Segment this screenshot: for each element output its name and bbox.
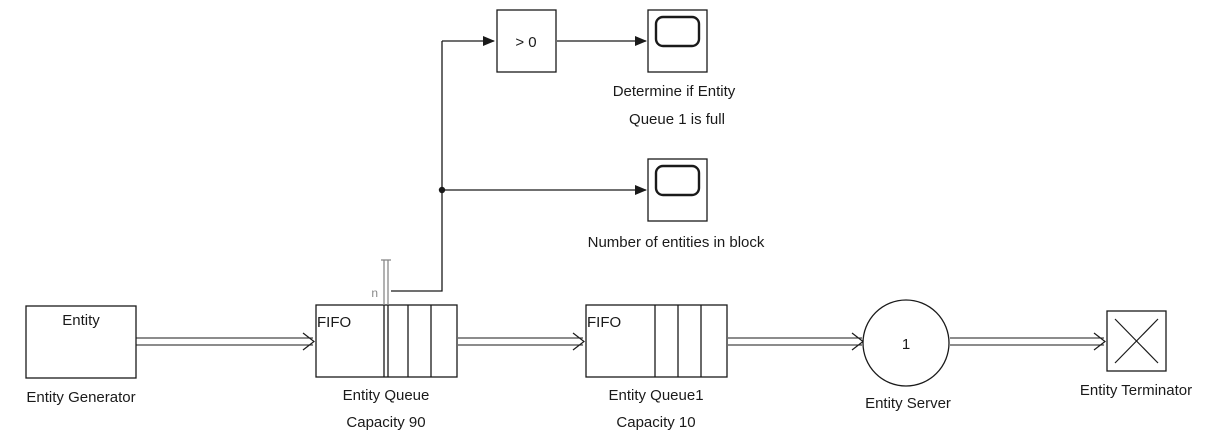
compare-to-zero-inner-text: > 0	[515, 34, 536, 51]
entity-queue1-inner-text: FIFO	[587, 314, 621, 331]
entity-queue-label-line2: Capacity 90	[346, 414, 425, 431]
entity-queue-block[interactable]: FIFO	[315, 304, 458, 378]
entity-queue1-label-line1: Entity Queue1	[608, 387, 703, 404]
entity-server-inner-text: 1	[902, 336, 910, 353]
entity-queue-n-port-label: n	[371, 286, 378, 300]
entity-line-queue1-to-server[interactable]	[728, 332, 864, 351]
signal-line-n-to-scopes[interactable]	[391, 36, 647, 292]
entity-line-queue-to-queue1[interactable]	[458, 332, 585, 351]
entity-generator-block[interactable]: Entity	[25, 305, 137, 379]
entity-line-generator-to-queue[interactable]	[136, 332, 315, 351]
entity-generator-inner-text: Entity	[62, 312, 100, 329]
scope-full-label-line2: Queue 1 is full	[629, 111, 725, 128]
entity-queue1-label-line2: Capacity 10	[616, 414, 695, 431]
x-cross-icon	[1114, 318, 1159, 364]
entity-queue-n-port[interactable]: n	[371, 259, 391, 305]
entity-queue-label-line1: Entity Queue	[343, 387, 430, 404]
scope-count-label: Number of entities in block	[588, 234, 765, 251]
entity-server-label: Entity Server	[865, 395, 951, 412]
entity-queue-inner-text: FIFO	[317, 314, 351, 331]
compare-to-zero-block[interactable]: > 0	[496, 9, 557, 73]
entity-server-block[interactable]: 1	[862, 299, 950, 387]
scope-screen-icon	[654, 15, 701, 48]
entity-terminator-label: Entity Terminator	[1080, 382, 1192, 399]
scope-count-block[interactable]	[647, 158, 708, 222]
entity-generator-label: Entity Generator	[26, 389, 135, 406]
scope-screen-icon	[654, 164, 701, 197]
scope-full-block[interactable]	[647, 9, 708, 73]
entity-queue1-block[interactable]: FIFO	[585, 304, 728, 378]
entity-terminator-block[interactable]	[1106, 310, 1167, 372]
scope-full-label-line1: Determine if Entity	[613, 83, 736, 100]
entity-line-server-to-terminator[interactable]	[950, 332, 1106, 351]
